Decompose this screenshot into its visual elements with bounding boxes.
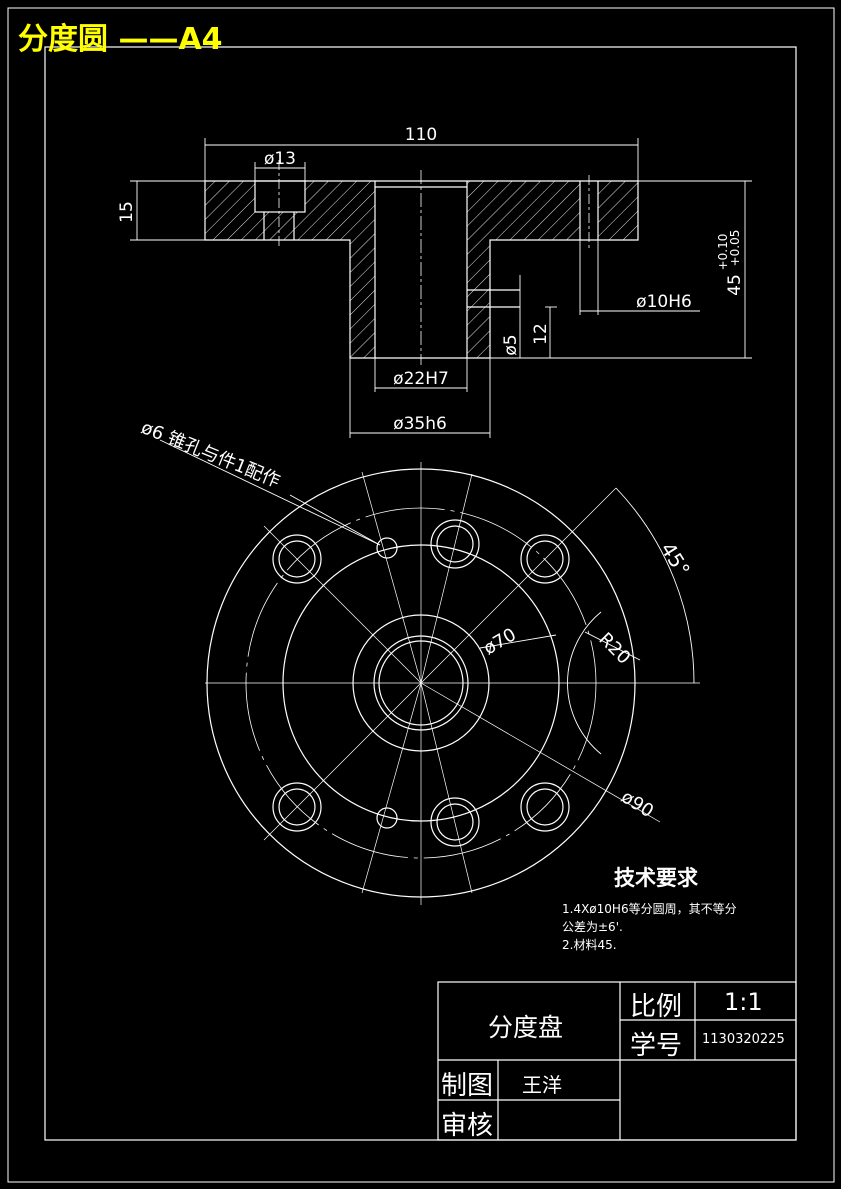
dim-45-tol-lower: +0.05 xyxy=(728,230,742,267)
dim-small-hole: ø5 xyxy=(501,334,521,355)
tech-req-line2: 公差为±6'. xyxy=(562,920,623,934)
tech-req-line3: 2.材料45. xyxy=(562,938,617,952)
plan-leaders xyxy=(159,439,695,684)
dim-15: 15 xyxy=(117,201,137,223)
scale-label: 比例 xyxy=(630,992,683,1022)
hatch-right xyxy=(467,181,638,358)
dim-dia-70: ø70 xyxy=(480,624,520,659)
sheet-title: 分度圆 ——A4 xyxy=(18,22,223,57)
part-name: 分度盘 xyxy=(488,1013,564,1042)
cone-hole-top xyxy=(376,537,398,559)
dim-shaft: ø35h6 xyxy=(393,414,447,434)
student-id-value: 1130320225 xyxy=(702,1032,785,1047)
dim-hole-13: ø13 xyxy=(264,149,296,169)
section-view xyxy=(204,160,639,365)
tech-req-line1: 1.4Xø10H6等分圆周，其不等分 xyxy=(562,902,737,916)
drawn-by: 王洋 xyxy=(522,1073,562,1097)
plan-centerlines xyxy=(205,462,700,905)
dim-45-tol-upper: +0.10 xyxy=(716,234,730,271)
scale-value: 1:1 xyxy=(724,988,763,1016)
drawn-label: 制图 xyxy=(441,1071,494,1101)
section-dimensions xyxy=(130,138,752,438)
dim-angle-45: 45° xyxy=(656,538,695,581)
student-id-label: 学号 xyxy=(630,1031,683,1061)
pin-holes xyxy=(272,519,570,847)
outer-border xyxy=(7,7,835,1183)
checked-label: 审核 xyxy=(441,1111,494,1141)
dim-radius-20: R20 xyxy=(594,629,634,669)
dim-depth-12: 12 xyxy=(531,323,551,345)
inner-border xyxy=(44,46,797,1141)
title-block-lines xyxy=(437,981,797,1141)
tech-req-heading: 技术要求 xyxy=(614,866,698,890)
cone-hole-bottom xyxy=(376,807,398,829)
dim-pin-hole: ø10H6 xyxy=(636,292,692,312)
dim-110: 110 xyxy=(405,125,437,145)
hatch-left xyxy=(205,181,375,358)
dim-45: 45 xyxy=(725,274,745,296)
cone-hole-callout: ø6 锥孔与件1配作 xyxy=(138,417,283,492)
dim-bore: ø22H7 xyxy=(393,369,449,389)
